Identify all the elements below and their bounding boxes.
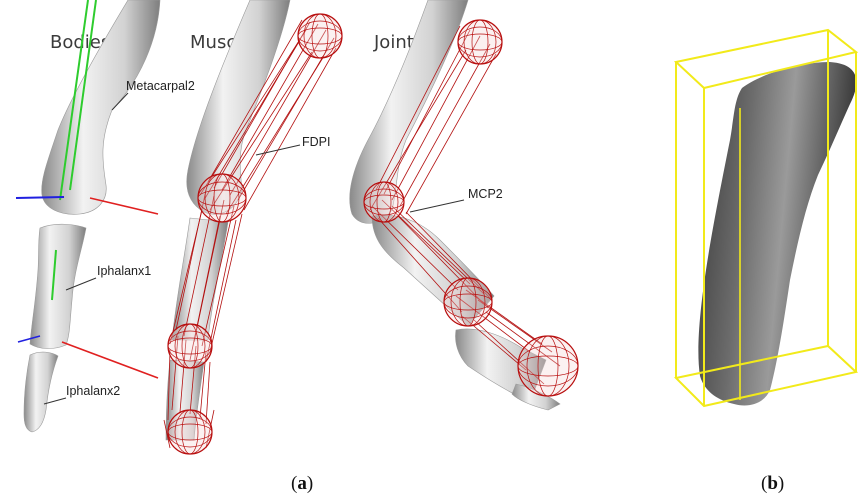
caption-a-letter: a xyxy=(297,473,307,494)
mcp2-leader xyxy=(410,200,464,212)
mcp2-label: MCP2 xyxy=(468,187,503,201)
iphalanx1-label: Iphalanx1 xyxy=(97,264,151,278)
muscles-view: Muscles xyxy=(164,0,342,454)
fdpi-label: FDPI xyxy=(302,135,330,149)
bounding-box-view xyxy=(676,30,856,406)
iphalanx2-label: Iphalanx2 xyxy=(66,384,120,398)
fdpi-leader xyxy=(256,145,300,155)
caption-b: (b) xyxy=(761,473,784,494)
bodies-view: Bodies Metacarpal2 Iphalanx1 Iphalanx2 xyxy=(16,0,195,432)
caption-b-letter: b xyxy=(767,473,778,494)
iphalanx1-bone xyxy=(30,224,86,348)
joints-sphere-pip xyxy=(444,278,492,326)
caption-a: (a) xyxy=(291,473,313,494)
muscles-sphere-mcp xyxy=(198,174,246,222)
joints-view: Joints xyxy=(350,0,578,410)
metacarpal2-label: Metacarpal2 xyxy=(126,79,195,93)
iphalanx2-bone xyxy=(24,352,58,432)
joints-sphere-dip xyxy=(518,336,578,396)
joints-sphere-mcp2 xyxy=(364,182,404,222)
muscles-sphere-top xyxy=(298,14,342,58)
bone-3d-shape xyxy=(698,62,856,405)
muscles-phalanx1-bone xyxy=(172,218,228,340)
muscles-sphere-pip xyxy=(168,324,212,368)
metacarpal-axis-blue xyxy=(16,197,64,198)
muscles-sphere-dip xyxy=(168,410,212,454)
metacarpal-axis-red xyxy=(90,198,158,214)
joints-sphere-top xyxy=(458,20,502,64)
phalanx-axis-red xyxy=(62,342,158,378)
